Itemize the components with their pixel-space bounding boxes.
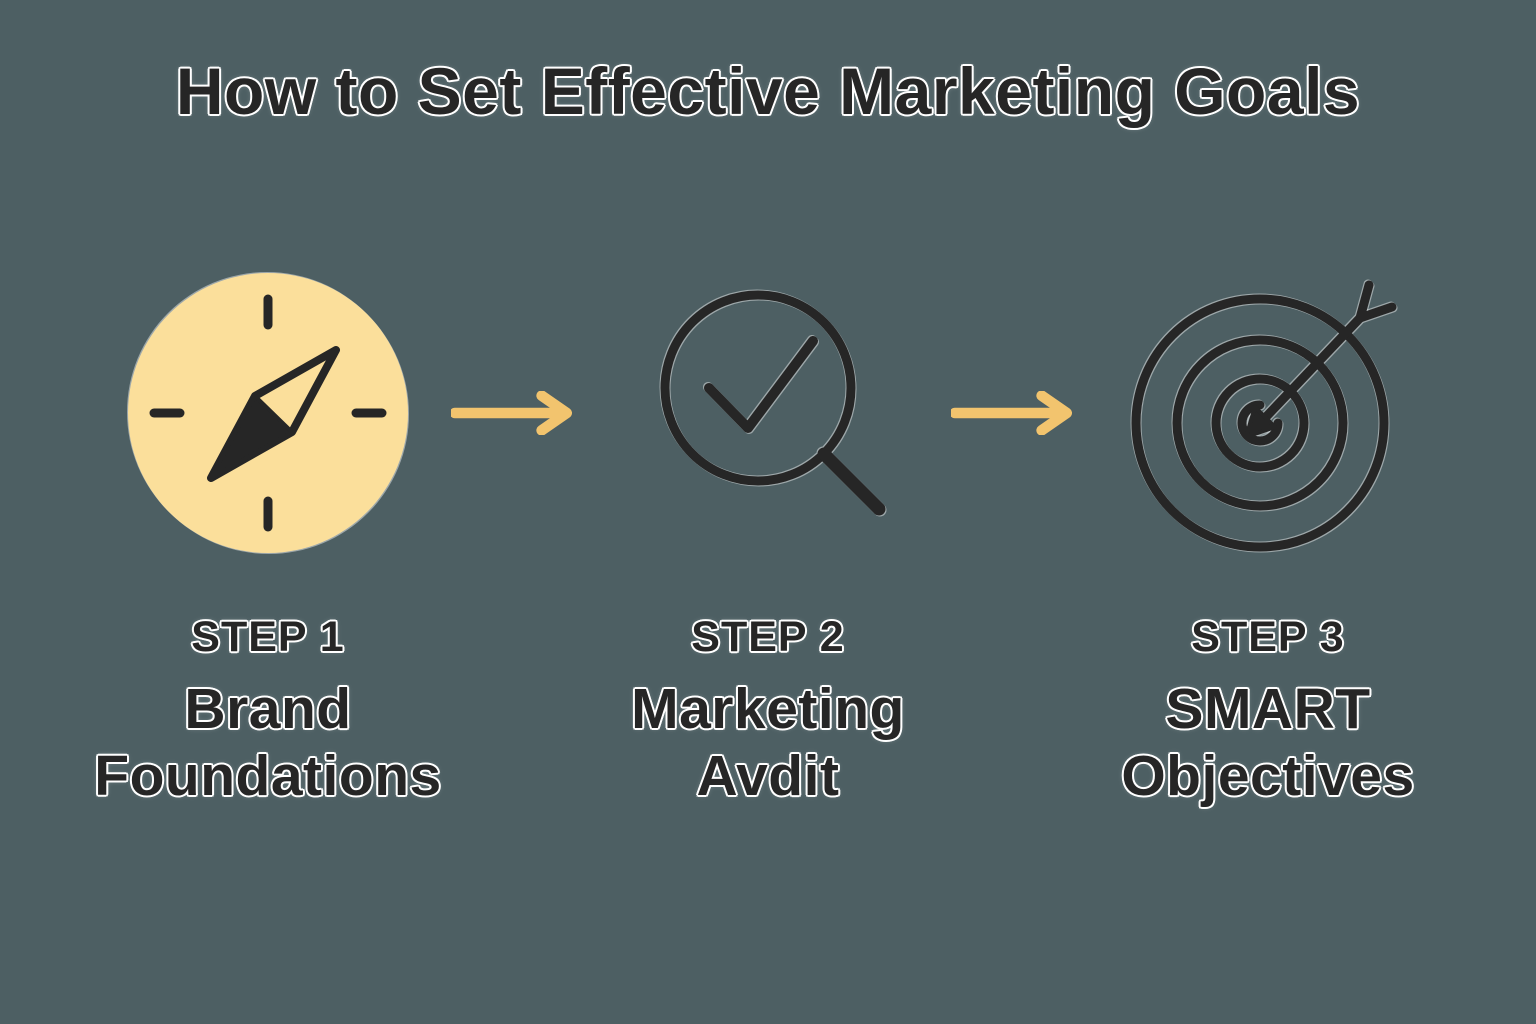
step-label-3: STEP 3 [1191, 613, 1345, 662]
step-3: STEP 3 SMART Objectives [1068, 263, 1468, 811]
step-label-1: STEP 1 [191, 613, 345, 662]
step-1: STEP 1 Brand Foundations [68, 263, 468, 811]
step-title-3: SMART Objectives [1121, 677, 1415, 809]
arrow-right-icon [450, 391, 572, 436]
compass-icon [128, 263, 408, 563]
arrow-right-icon [950, 391, 1072, 436]
step-label-2: STEP 2 [691, 613, 845, 662]
magnifier-check-icon [643, 263, 893, 563]
step-title-2: Marketing Avdit [631, 677, 905, 809]
steps-row: STEP 1 Brand Foundations STEP 2 Marketin… [0, 263, 1536, 811]
page-title: How to Set Effective Marketing Goals [175, 54, 1361, 128]
step-title-1: Brand Foundations [94, 677, 442, 809]
step-2: STEP 2 Marketing Avdit [568, 263, 968, 811]
target-arrow-icon [1128, 263, 1408, 563]
